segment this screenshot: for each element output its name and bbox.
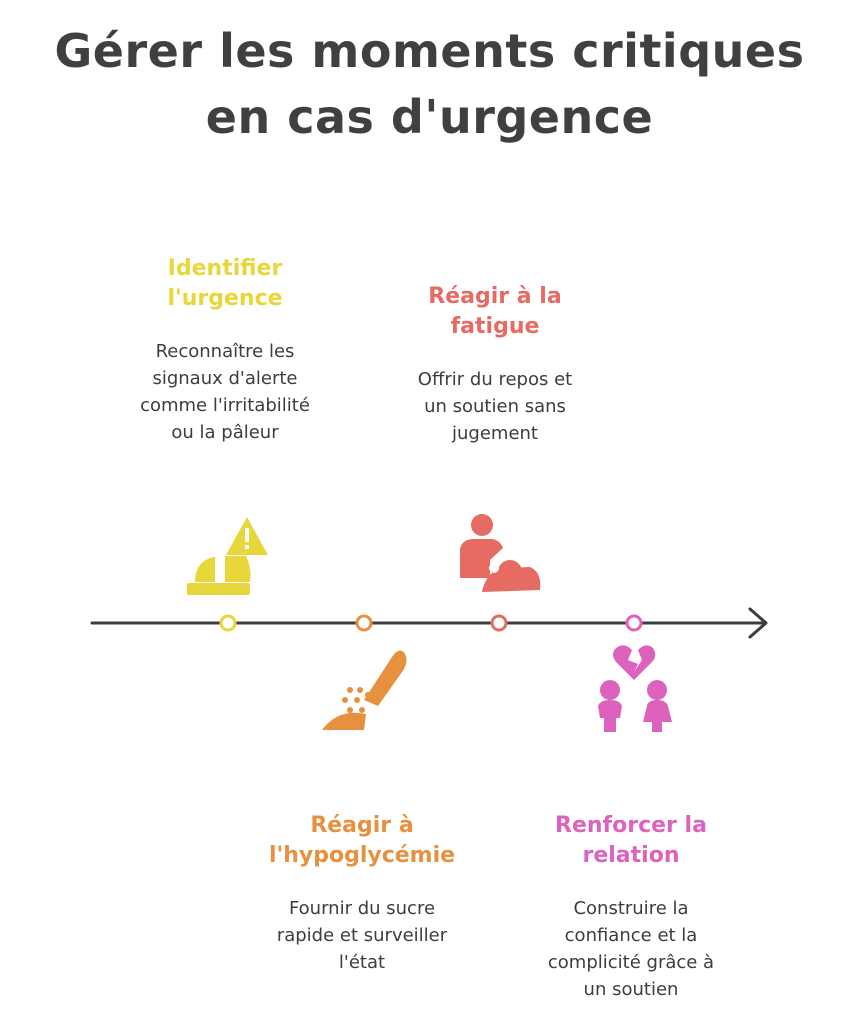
hard-hat-warning-icon [187, 517, 268, 595]
timeline-arrowhead [748, 607, 768, 639]
step-description-line: l'état [338, 952, 386, 973]
timeline-marker-3 [490, 614, 508, 632]
step-description-line: jugement [452, 423, 538, 444]
step-description-line: comme l'irritabilité [140, 395, 310, 416]
step-description-line: confiance et la [564, 925, 698, 946]
step-description: Offrir du repos et un soutien sans jugem… [370, 366, 620, 447]
step-heading-line: l'urgence [167, 286, 283, 311]
step-description-line: rapide et surveiller [276, 925, 448, 946]
step-description-line: complicité grâce à [547, 952, 715, 973]
caregiver-icon [460, 514, 541, 592]
step-heading-line: relation [582, 843, 680, 868]
step-heading-line: fatigue [450, 314, 540, 339]
step-description-line: ou la pâleur [171, 422, 279, 443]
step-description: Fournir du sucre rapide et surveiller l'… [237, 895, 487, 976]
step-description-line: Construire la [573, 898, 689, 919]
step-strengthen-relationship: Renforcer la relation Construire la conf… [506, 811, 756, 1003]
title-line-2: en cas d'urgence [205, 90, 654, 144]
step-identify-emergency: Identifier l'urgence Reconnaître les sig… [100, 254, 350, 446]
step-heading-line: Renforcer la [555, 813, 707, 838]
step-description: Reconnaître les signaux d'alerte comme l… [100, 338, 350, 446]
step-description-line: signaux d'alerte [152, 368, 298, 389]
title-line-1: Gérer les moments critiques [54, 24, 805, 78]
step-hypoglycemia: Réagir à l'hypoglycémie Fournir du sucre… [237, 811, 487, 976]
step-description-line: un soutien sans [424, 396, 566, 417]
step-description-line: Reconnaître les [155, 341, 295, 362]
sugar-pouring-icon [322, 650, 407, 730]
step-heading-line: Identifier [167, 256, 283, 281]
step-description-line: Fournir du sucre [288, 898, 436, 919]
step-heading-line: l'hypoglycémie [268, 843, 456, 868]
timeline-marker-4 [625, 614, 643, 632]
step-heading: Identifier l'urgence [100, 254, 350, 314]
timeline-marker-2 [355, 614, 373, 632]
step-heading: Renforcer la relation [506, 811, 756, 871]
step-heading: Réagir à l'hypoglycémie [237, 811, 487, 871]
page-title: Gérer les moments critiques en cas d'urg… [0, 18, 859, 150]
step-fatigue: Réagir à la fatigue Offrir du repos et u… [370, 282, 620, 447]
step-description-line: Offrir du repos et [417, 369, 573, 390]
step-description-line: un soutien [583, 979, 679, 1000]
timeline-marker-1 [219, 614, 237, 632]
step-description: Construire la confiance et la complicité… [506, 895, 756, 1003]
step-heading-line: Réagir à [310, 813, 414, 838]
step-heading: Réagir à la fatigue [370, 282, 620, 342]
broken-heart-couple-icon [598, 645, 672, 732]
step-heading-line: Réagir à la [428, 284, 562, 309]
